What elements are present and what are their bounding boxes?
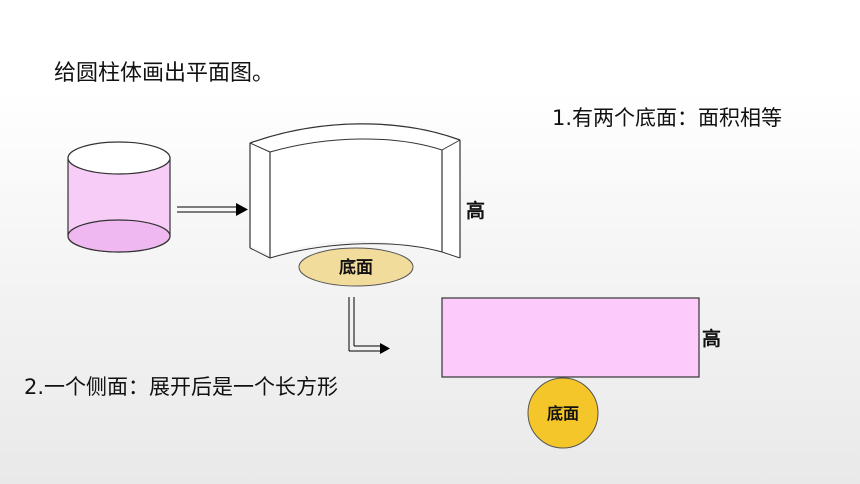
base-circle: 底面 (527, 377, 599, 449)
lateral-surface-curved (249, 123, 461, 260)
point-lateral-face: 2.一个侧面：展开后是一个长方形 (24, 375, 339, 399)
height-label-rectangle: 高 (702, 328, 722, 350)
cylinder-top (67, 141, 171, 175)
point-two-bases: 1.有两个底面：面积相等 (552, 106, 783, 130)
arrow-down-right (348, 297, 390, 354)
base-ellipse-label: 底面 (339, 257, 373, 278)
unrolled-rectangle (441, 297, 700, 378)
cylinder (67, 141, 171, 253)
page-title: 给圆柱体画出平面图。 (54, 61, 275, 86)
cylinder-bottom (67, 219, 171, 253)
arrow-right (177, 203, 248, 216)
base-circle-label: 底面 (547, 404, 579, 423)
base-ellipse: 底面 (298, 247, 414, 287)
height-label-curved: 高 (466, 200, 486, 222)
